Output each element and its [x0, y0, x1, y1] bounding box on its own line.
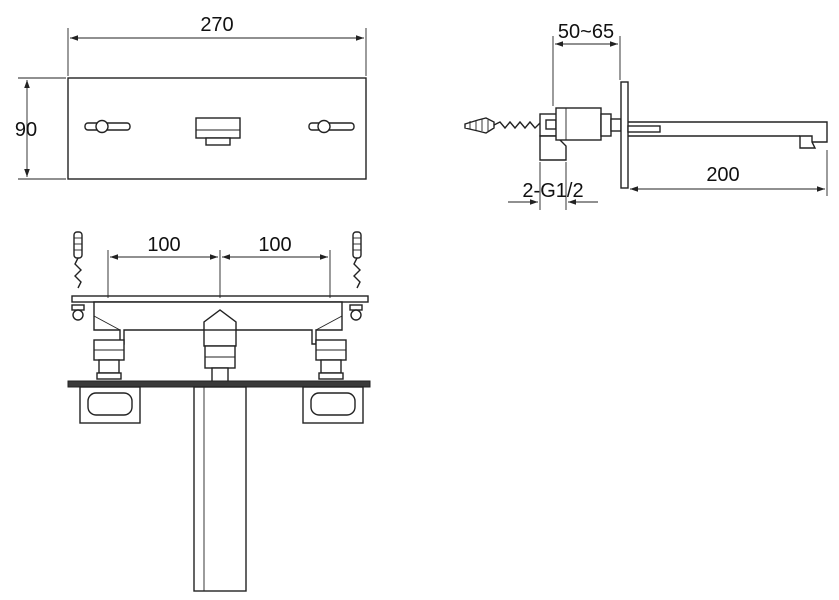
width-label: 270 — [200, 14, 233, 36]
center-spout-body — [203, 329, 237, 383]
mounting-screw — [464, 117, 541, 134]
right-valve-cartridge — [315, 339, 347, 380]
spout-length-dimension: 200 — [630, 150, 828, 196]
right-handle-top — [302, 386, 364, 424]
right-handle — [308, 119, 355, 134]
front-plate — [67, 77, 367, 180]
valve-body — [539, 107, 622, 161]
depth-label: 50~65 — [558, 21, 614, 43]
connection-dimension: 2-G1/2 — [508, 162, 598, 210]
left-handle-top — [79, 386, 141, 424]
spout-top — [193, 386, 247, 592]
wall-plate — [620, 81, 629, 189]
left-handle — [84, 119, 131, 134]
left-valve-cartridge — [93, 339, 125, 380]
connection-label: 2-G1/2 — [522, 180, 583, 202]
width-dimension: 270 — [67, 14, 367, 76]
front-view: 270 90 — [15, 14, 367, 180]
spout-length-label: 200 — [706, 164, 739, 186]
right-anchor-bolt — [349, 231, 363, 321]
spacing-left-label: 100 — [147, 234, 180, 256]
left-anchor-bolt — [71, 231, 85, 321]
spout — [627, 121, 828, 149]
height-label: 90 — [15, 119, 37, 141]
spacing-dimension: 100 100 — [107, 234, 331, 298]
center-spout-outlet — [195, 117, 241, 146]
height-dimension: 90 — [15, 77, 66, 180]
spacing-right-label: 100 — [258, 234, 291, 256]
depth-dimension: 50~65 — [552, 21, 621, 106]
cover-plate — [67, 380, 371, 388]
side-view: 50~65 2-G1/2 200 — [464, 21, 828, 210]
installation-view: 100 100 — [67, 231, 371, 592]
